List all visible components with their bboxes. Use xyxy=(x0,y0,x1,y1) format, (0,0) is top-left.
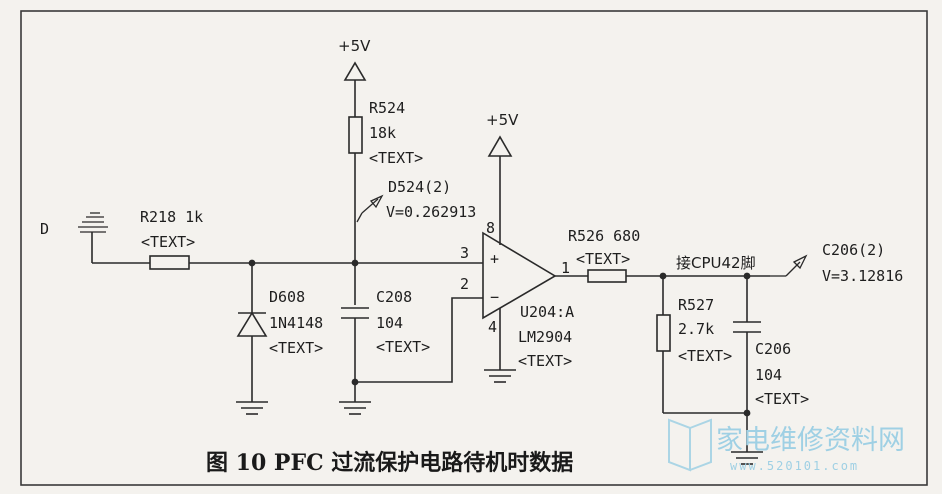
r527-text: <TEXT> xyxy=(678,347,732,365)
opamp-minus-sign: − xyxy=(490,288,499,306)
r527-value: 2.7k xyxy=(678,320,714,338)
watermark-text: 家电维修资料网 xyxy=(716,425,905,456)
opamp-plus-sign: + xyxy=(490,250,499,268)
resistor-r218 xyxy=(149,255,190,270)
r524-label: R524 xyxy=(369,99,405,117)
r218-label: R218 1k xyxy=(140,208,203,226)
ground-symbol xyxy=(339,401,371,415)
supply-arrow-icon xyxy=(343,61,367,81)
watermark-logo-icon xyxy=(668,418,712,472)
probe1-value: V=0.262913 xyxy=(386,203,476,221)
d608-value: 1N4148 xyxy=(269,314,323,332)
diode-d608 xyxy=(236,311,268,337)
watermark-url: www.520101.com xyxy=(730,459,859,473)
pin4-label: 4 xyxy=(488,318,497,336)
r524-value: 18k xyxy=(369,124,396,142)
resistor-r526 xyxy=(587,269,627,283)
supply2-label: +5V xyxy=(486,111,519,129)
resistor-r524 xyxy=(348,116,363,154)
c206-text: <TEXT> xyxy=(755,390,809,408)
opamp-u204a xyxy=(482,231,557,320)
pin2-label: 2 xyxy=(460,275,469,293)
capacitor-c206 xyxy=(733,321,761,333)
u204-value: LM2904 xyxy=(518,328,572,346)
c208-label: C208 xyxy=(376,288,412,306)
voltage-probe-icon xyxy=(356,194,384,223)
u204-label: U204:A xyxy=(520,303,574,321)
ground-symbol xyxy=(484,369,516,383)
figure-caption: 图 10 PFC 过流保护电路待机时数据 xyxy=(206,450,573,476)
node-d-label: D xyxy=(40,220,49,238)
u204-text: <TEXT> xyxy=(518,352,572,370)
cpu-note: 接CPU42脚 xyxy=(676,254,756,272)
r218-text: <TEXT> xyxy=(141,233,195,251)
c206-value: 104 xyxy=(755,366,782,384)
c208-text: <TEXT> xyxy=(376,338,430,356)
c206-label: C206 xyxy=(755,340,791,358)
supply-arrow-icon xyxy=(487,135,513,157)
r524-text: <TEXT> xyxy=(369,149,423,167)
pin3-label: 3 xyxy=(460,244,469,262)
ground-symbol xyxy=(236,401,268,415)
c208-value: 104 xyxy=(376,314,403,332)
r526-text: <TEXT> xyxy=(576,250,630,268)
pin1-label: 1 xyxy=(561,259,570,277)
d608-label: D608 xyxy=(269,288,305,306)
probe2-name: C206(2) xyxy=(822,241,885,259)
r527-label: R527 xyxy=(678,296,714,314)
diagram-frame xyxy=(20,10,928,486)
r526-label: R526 680 xyxy=(568,227,640,245)
probe1-name: D524(2) xyxy=(388,178,451,196)
d608-text: <TEXT> xyxy=(269,339,323,357)
voltage-probe-icon xyxy=(770,254,808,277)
probe2-value: V=3.12816 xyxy=(822,267,903,285)
junction-dot xyxy=(743,409,751,417)
supply-5v-label: +5V xyxy=(338,37,371,55)
capacitor-c208 xyxy=(341,307,369,319)
resistor-r527 xyxy=(656,314,671,352)
node-d-symbol xyxy=(78,212,108,263)
pin8-label: 8 xyxy=(486,219,495,237)
wire-inverting-input xyxy=(355,297,483,383)
ground-symbol xyxy=(731,451,763,465)
